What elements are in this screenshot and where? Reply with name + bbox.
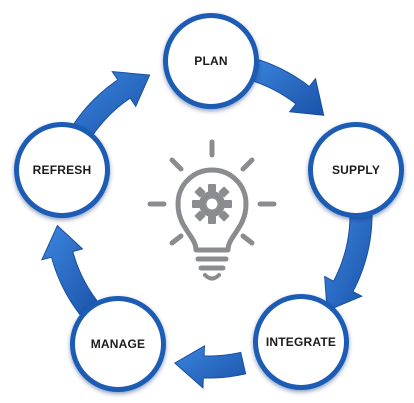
arrow-integrate-to-manage xyxy=(173,345,247,389)
ray-left-lower xyxy=(169,233,184,246)
node-plan-label: PLAN xyxy=(194,54,227,68)
cycle-arrows xyxy=(41,56,373,389)
arrow-plan-to-supply xyxy=(244,56,325,116)
node-refresh-label: REFRESH xyxy=(33,163,92,177)
arrow-supply-to-integrate xyxy=(324,205,373,312)
node-supply: SUPPLY xyxy=(308,122,404,218)
node-manage: MANAGE xyxy=(70,296,166,392)
node-integrate: INTEGRATE xyxy=(253,294,349,390)
lightbulb-gear-icon xyxy=(147,139,277,281)
bulb-tip xyxy=(203,273,221,281)
arrow-manage-to-refresh xyxy=(41,224,101,319)
node-refresh: REFRESH xyxy=(14,122,110,218)
node-supply-label: SUPPLY xyxy=(332,163,380,177)
gear-icon xyxy=(192,184,232,224)
node-integrate-label: INTEGRATE xyxy=(266,335,336,349)
cycle-nodes: PLAN SUPPLY INTEGRATE MANAGE REFRESH xyxy=(14,13,404,392)
node-manage-label: MANAGE xyxy=(91,337,146,351)
ray-right-upper xyxy=(240,157,255,172)
bulb-outline xyxy=(175,167,249,253)
ray-right-lower xyxy=(240,233,255,246)
node-plan: PLAN xyxy=(163,13,259,109)
arrow-refresh-to-plan xyxy=(73,70,151,137)
ray-left-upper xyxy=(169,157,184,172)
